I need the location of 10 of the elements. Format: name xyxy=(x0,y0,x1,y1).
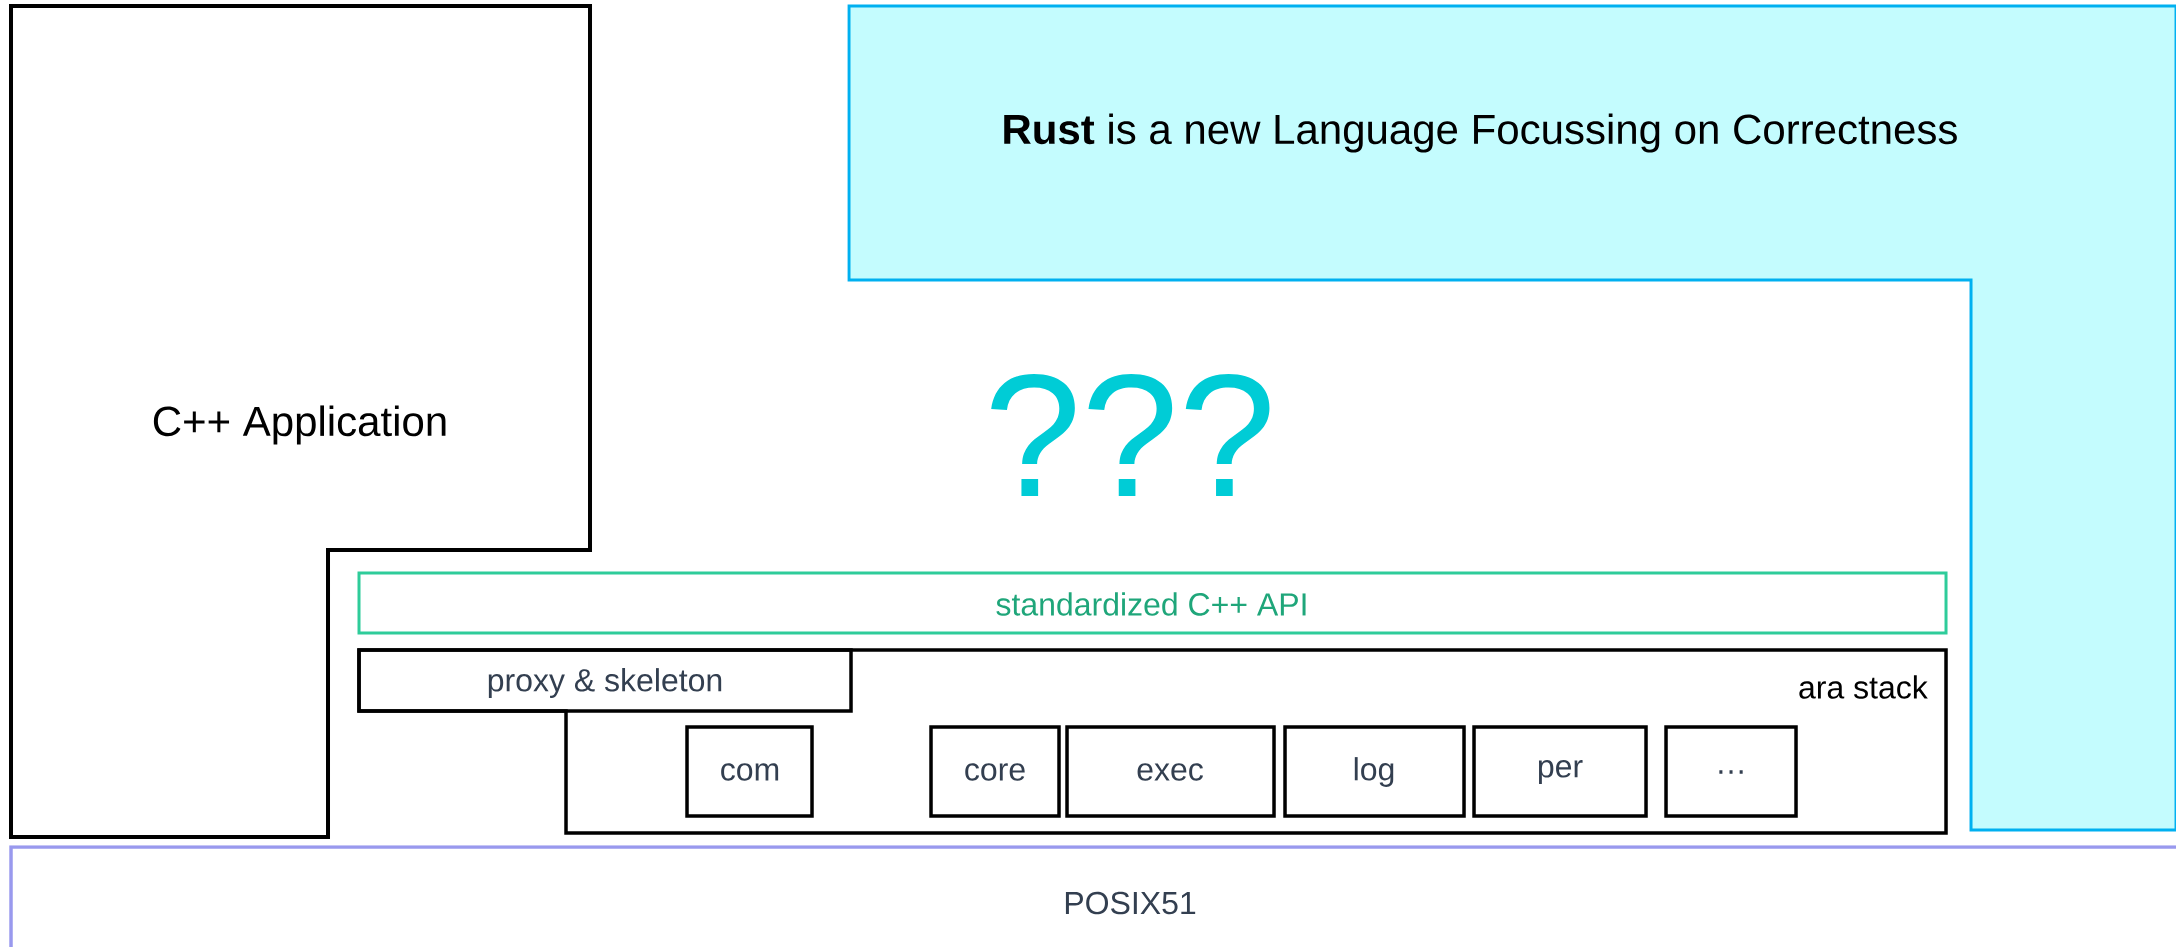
question-marks: ??? xyxy=(991,373,1270,497)
api-layer-box: standardized C++ API xyxy=(357,571,1948,635)
module-box: com xyxy=(685,725,814,818)
module-box: per xyxy=(1472,725,1648,818)
platform-layer-box: POSIX51 xyxy=(9,845,2176,947)
component-box: proxy & skeleton xyxy=(357,648,853,713)
module-box: exec xyxy=(1065,725,1276,818)
module-box: core xyxy=(929,725,1061,818)
module-box: log xyxy=(1283,725,1466,818)
module-box: … xyxy=(1664,725,1798,818)
